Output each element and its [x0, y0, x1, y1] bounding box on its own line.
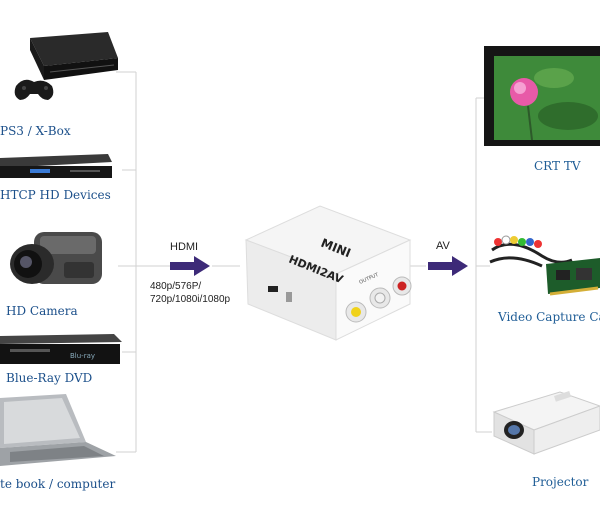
projector-icon	[492, 391, 600, 455]
laptop-icon	[0, 394, 116, 466]
device-label-ps3: PS3 / X-Box	[0, 124, 71, 138]
hdmi-resolution-line-2: 720p/1080i/1080p	[150, 294, 231, 305]
device-label-crt-tv: CRT TV	[534, 159, 581, 173]
device-label-projector: Projector	[532, 475, 589, 489]
device-label-htcp: HTCP HD Devices	[0, 188, 111, 202]
svg-text:Blu-ray: Blu-ray	[70, 352, 95, 360]
game-console-icon	[14, 32, 118, 100]
media-player-icon	[0, 154, 112, 178]
av-arrow-icon	[428, 256, 468, 276]
device-label-capture: Video Capture Ca	[498, 310, 600, 324]
hdmi-resolutions: 480p/576P/ 720p/1080i/1080p	[150, 280, 230, 306]
device-label-camera: HD Camera	[6, 304, 78, 318]
camcorder-icon	[10, 232, 102, 284]
capture-card-icon	[489, 235, 600, 296]
hdmi-arrow-icon	[170, 256, 210, 276]
hdmi-title: HDMI	[170, 241, 199, 253]
av-title: AV	[436, 240, 450, 252]
bluray-player-icon: Blu-ray	[0, 334, 122, 364]
device-label-laptop: te book / computer	[0, 477, 116, 491]
hdmi-resolution-line-1: 480p/576P/	[150, 281, 202, 292]
device-label-bluray: Blue-Ray DVD	[6, 371, 93, 385]
crt-tv-icon	[484, 46, 600, 146]
converter-box: MINI HDMI2AV OUTPUT	[244, 205, 412, 341]
